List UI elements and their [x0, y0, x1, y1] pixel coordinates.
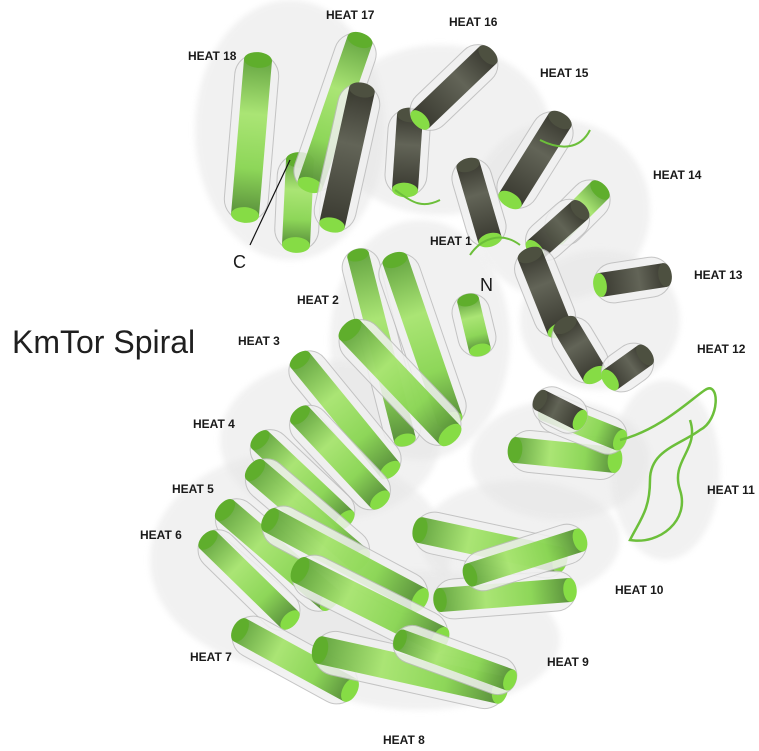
- heat-3-label: HEAT 3: [238, 334, 280, 348]
- heat-16-label: HEAT 16: [449, 15, 497, 29]
- heat-17-label: HEAT 17: [326, 8, 374, 22]
- heat-12-label: HEAT 12: [697, 342, 745, 356]
- heat-15-label: HEAT 15: [540, 66, 588, 80]
- heat-14-label: HEAT 14: [653, 168, 701, 182]
- heat-18-label: HEAT 18: [188, 49, 236, 63]
- heat-6-label: HEAT 6: [140, 528, 182, 542]
- heat-11-label: HEAT 11: [707, 483, 755, 497]
- heat-5-label: HEAT 5: [172, 482, 214, 496]
- n-terminus-label: N: [480, 275, 493, 296]
- heat-4-label: HEAT 4: [193, 417, 235, 431]
- figure-title: KmTor Spiral: [12, 324, 195, 361]
- heat-8-label: HEAT 8: [383, 733, 425, 747]
- c-terminus-label: C: [233, 252, 246, 273]
- heat-7-label: HEAT 7: [190, 650, 232, 664]
- heat-2-label: HEAT 2: [297, 293, 339, 307]
- heat-13-label: HEAT 13: [694, 268, 742, 282]
- heat-10-label: HEAT 10: [615, 583, 663, 597]
- heat-9-label: HEAT 9: [547, 655, 589, 669]
- heat-1-label: HEAT 1: [430, 234, 472, 248]
